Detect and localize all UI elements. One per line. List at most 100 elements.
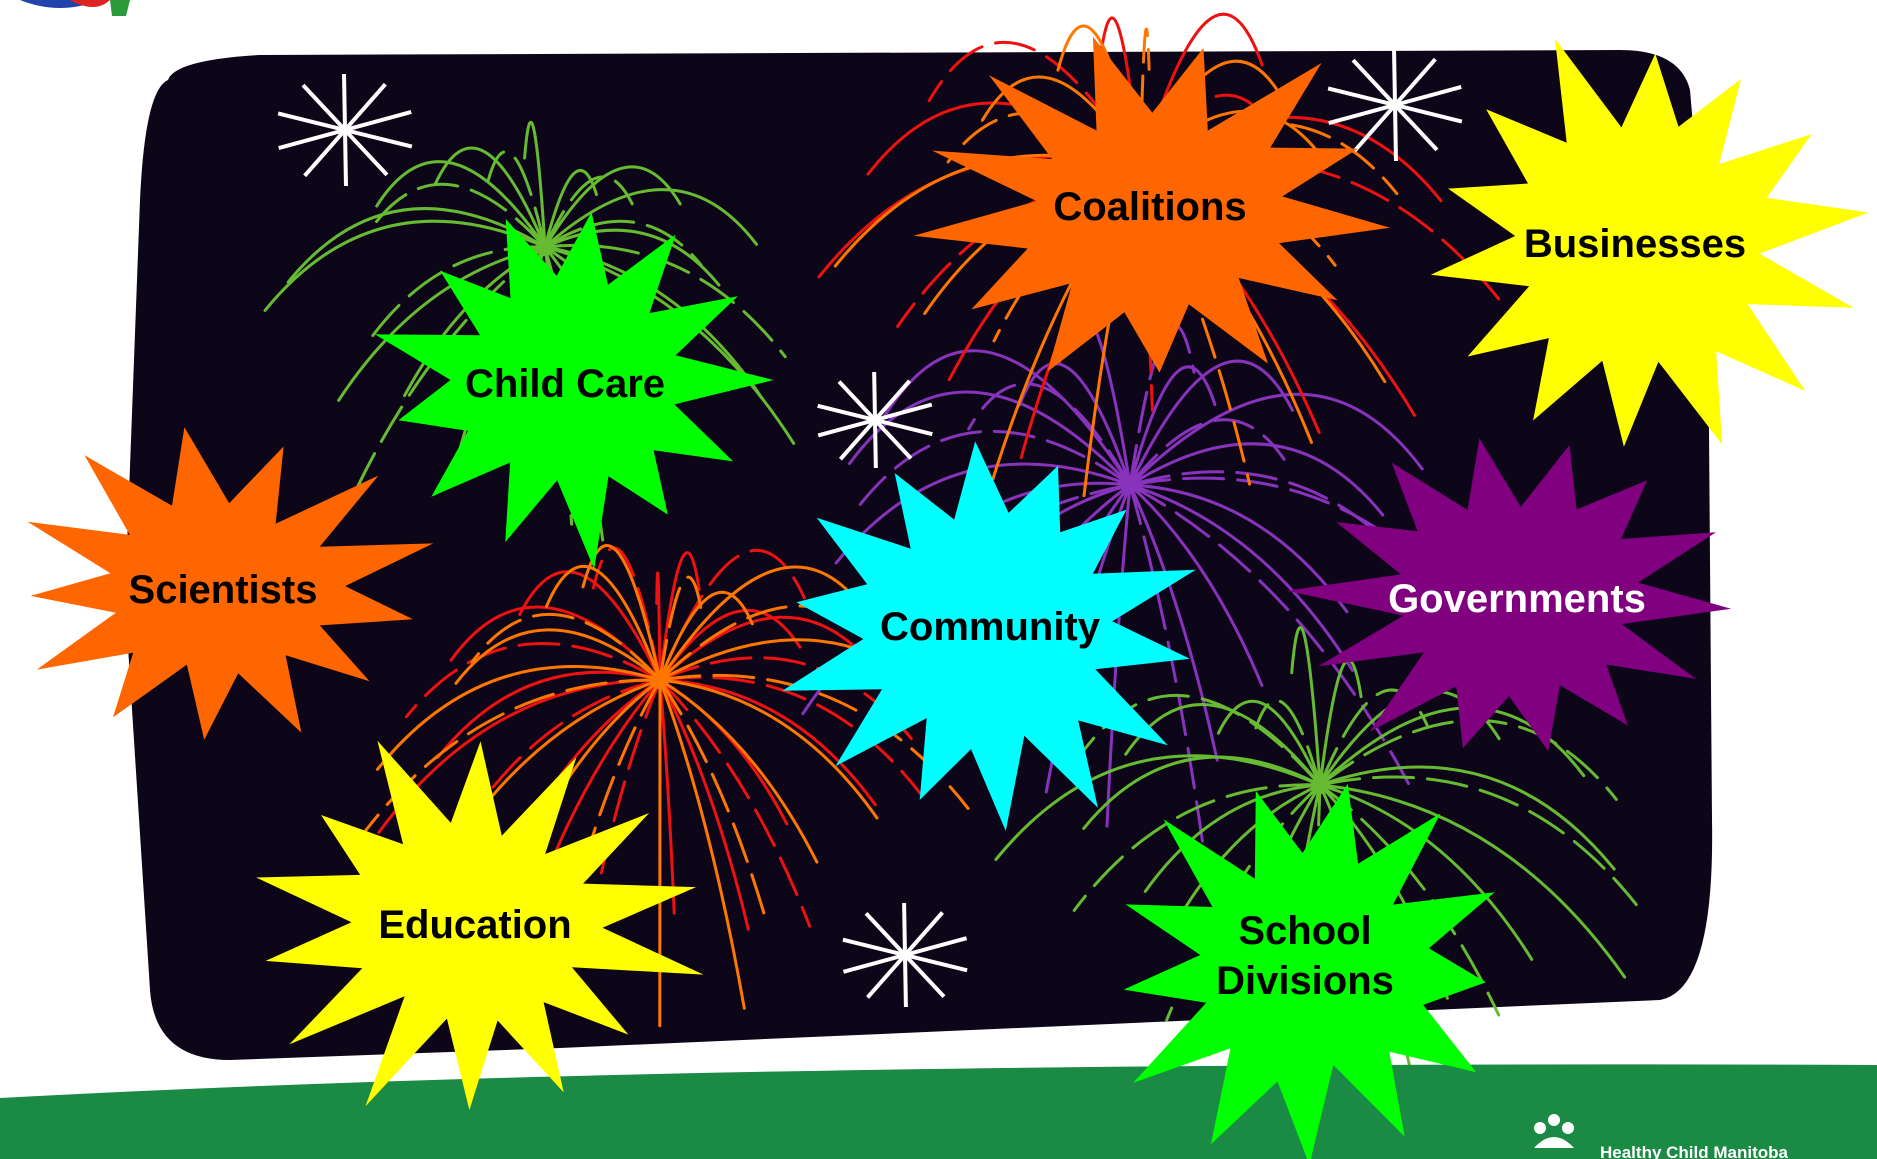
firework-strand [1128, 483, 1354, 672]
child-care-burst-shape [374, 212, 774, 570]
firework-strand [658, 678, 746, 1010]
governments-burst-shape [1286, 438, 1732, 752]
firework-strand [436, 670, 662, 759]
firework-core [1121, 476, 1139, 494]
scientists-burst-shape [27, 427, 434, 740]
firework-strand [545, 564, 662, 682]
burst-labels: Coalitions Businesses Child Care Scienti… [129, 185, 1747, 1003]
firework-strand [658, 675, 923, 796]
firework-strand [1128, 359, 1294, 487]
firework-strand [1018, 362, 1132, 487]
firework-strand [1128, 483, 1219, 762]
firework-strand [1290, 626, 1322, 787]
firework-strand [543, 175, 634, 249]
firework-strand [375, 160, 547, 249]
spark-ray [817, 402, 933, 438]
firework-strand [376, 665, 662, 771]
firework-strand [1138, 27, 1151, 172]
firework-strand [858, 429, 1132, 506]
green-ground [0, 1064, 1877, 1159]
firework-strand [658, 678, 812, 928]
firework-strand [1128, 418, 1286, 487]
firework-strand [1128, 483, 1264, 687]
governments-label: Governments [1388, 577, 1646, 621]
firework-strand [454, 628, 662, 685]
school-divisions-label-line: School [1238, 909, 1371, 953]
firework-strand [658, 678, 750, 931]
firework-strand [658, 678, 676, 915]
firework-strand [470, 612, 662, 682]
firework-strand [404, 642, 662, 719]
firework-strand [1072, 783, 1322, 912]
firework-strand [543, 169, 598, 249]
firework-strand [433, 146, 547, 249]
firework-core [651, 671, 669, 689]
firework-strand [658, 678, 767, 918]
firework-strand [543, 188, 758, 249]
firework-strand [658, 575, 703, 682]
firework-strand [1128, 323, 1196, 487]
school-divisions-burst-shape [1123, 783, 1495, 1159]
firework-strand [1082, 755, 1322, 830]
spark-stars [277, 48, 1463, 1008]
community-burst-shape [782, 441, 1196, 831]
firework-strand [1318, 658, 1363, 787]
firework-strand [486, 150, 547, 249]
education-burst-shape [256, 740, 704, 1110]
school-divisions-label-line: Divisions [1216, 959, 1394, 1003]
firework-strand [1128, 483, 1349, 614]
corner-logo-fragment [20, 0, 130, 16]
firework-strand [655, 571, 662, 682]
footer-logo: Healthy Child Manitoba [1534, 1114, 1789, 1159]
firework-strand [658, 551, 701, 682]
firework-strand [658, 678, 819, 864]
scientists-label: Scientists [129, 568, 318, 612]
firework-core [1311, 776, 1329, 794]
firework-strand [1254, 698, 1322, 787]
firework-strand [658, 678, 877, 807]
spark-ray [1328, 85, 1462, 125]
firework-strand [286, 207, 547, 284]
firework-core [536, 238, 554, 256]
firework-strand [1143, 783, 1322, 893]
businesses-label: Businesses [1524, 222, 1746, 266]
firework-strand [523, 120, 547, 249]
firework-strand [1173, 783, 1322, 927]
firework-strand [369, 182, 547, 249]
firework-strand [994, 754, 1322, 861]
firework-strand [1318, 688, 1429, 787]
firework-strand [1128, 365, 1217, 487]
firework-strand [1318, 783, 1534, 961]
starburst-group [27, 36, 1869, 1159]
stars-people-logo-icon [1534, 1114, 1574, 1148]
firework-strand [543, 219, 703, 267]
firework-strand [1216, 699, 1322, 787]
firework-strand [543, 165, 682, 249]
education-label: Education [378, 903, 571, 947]
firework-strand [848, 390, 1132, 487]
firework-strand [571, 678, 662, 904]
firework-strand [263, 219, 547, 312]
firework-strand [1138, 121, 1399, 196]
firework-strand [591, 546, 662, 682]
firework-strand [658, 590, 754, 682]
firework-strand [1128, 483, 1410, 786]
firework-strand [658, 678, 879, 820]
coalitions-label: Coalitions [1053, 185, 1246, 229]
spark-ray [842, 936, 968, 974]
firework-strand [518, 570, 662, 682]
coalitions-burst-shape [913, 36, 1390, 373]
firework-strand [581, 544, 662, 682]
firework-strand [1128, 442, 1385, 517]
firework-strand [1318, 783, 1627, 979]
firework-strand [1318, 765, 1616, 871]
child-care-label: Child Care [465, 362, 665, 406]
community-label: Community [880, 605, 1101, 649]
spark-ray [278, 110, 412, 150]
firework-strand [1318, 775, 1638, 907]
brand-name: Healthy Child Manitoba [1600, 1143, 1789, 1159]
firework-strand [543, 228, 721, 287]
firework-strand [449, 605, 662, 682]
